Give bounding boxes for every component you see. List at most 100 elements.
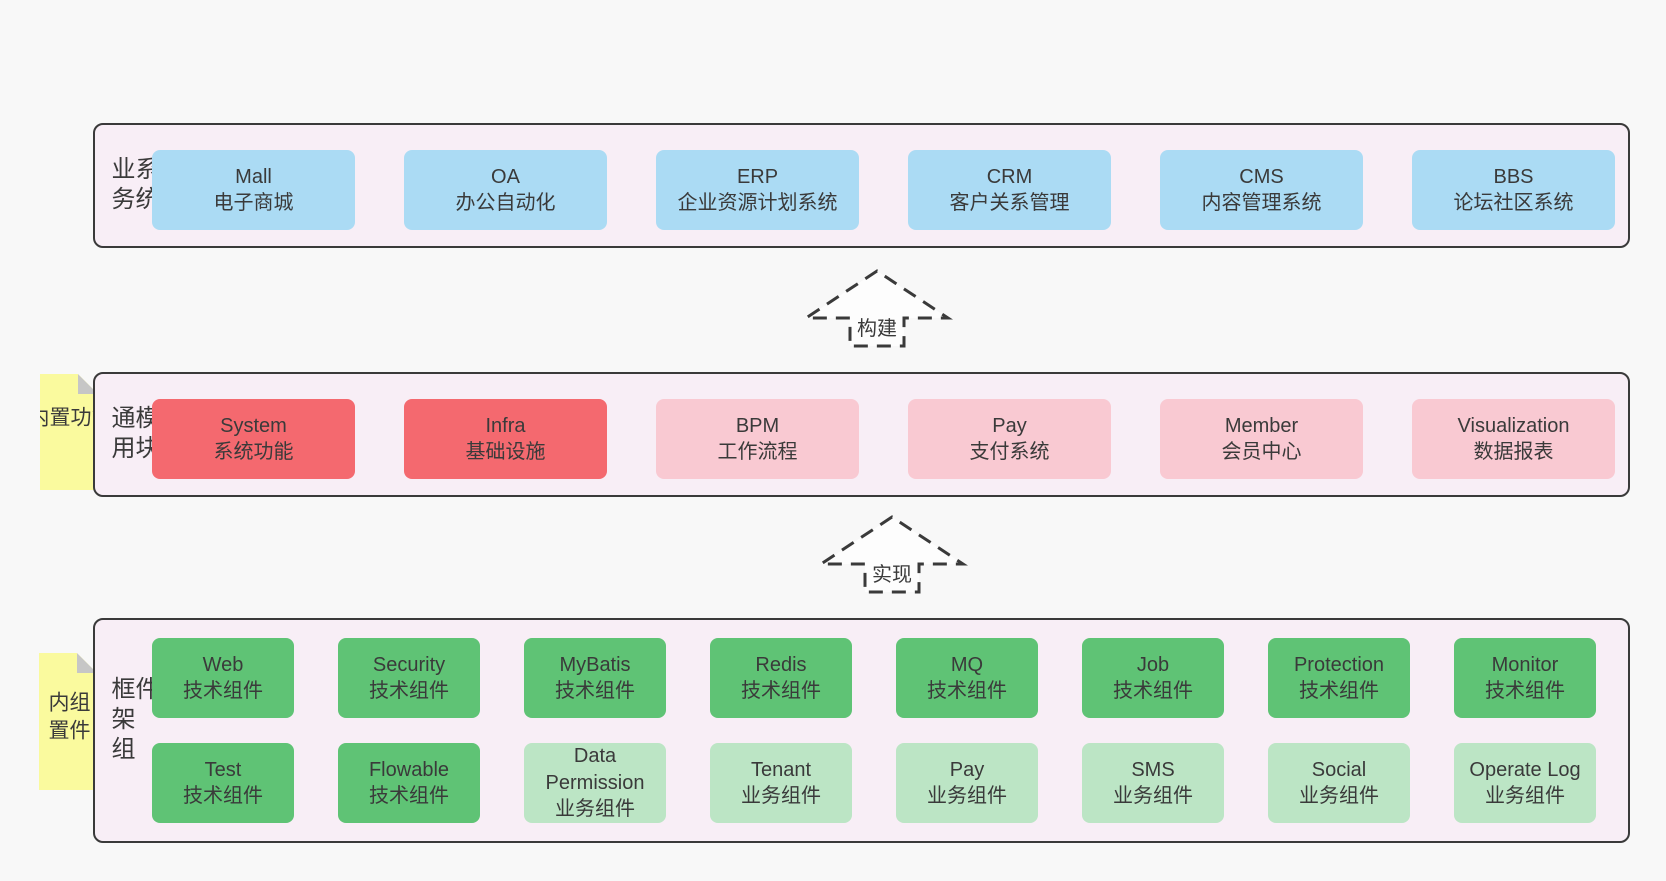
diagram-box-monitor: Monitor 技术组件 xyxy=(1454,638,1596,718)
box-label-line: 业务组件 xyxy=(741,785,821,807)
diagram-box-redis: Redis 技术组件 xyxy=(710,638,852,718)
diagram-box-bbs: BBS 论坛社区系统 xyxy=(1412,150,1615,230)
box-label-line: 电子商城 xyxy=(213,192,294,214)
band-label-modules: 通用模块 xyxy=(107,404,158,465)
diagram-box-mall: Mall 电子商城 xyxy=(152,150,355,230)
box-label-line: 内容管理系统 xyxy=(1201,192,1322,214)
up-arrow-icon xyxy=(816,515,968,594)
business-box-row: Mall 电子商城 OA 办公自动化 ERP 企业资源计划系统 CRM 客户关系管理 CMS 内容… xyxy=(152,150,1615,230)
diagram-box-flowable: Flowable 技术组件 xyxy=(338,743,480,823)
box-label-line: Protection xyxy=(1293,653,1385,676)
diagram-box-security: Security 技术组件 xyxy=(338,638,480,718)
arrow-implement: 实现 xyxy=(816,514,968,594)
sticky-note-builtin-features: 内置功能 xyxy=(40,374,98,490)
sticky-note-builtin-components: 内置组件 xyxy=(39,653,97,790)
box-label-line: ERP xyxy=(736,165,779,188)
diagram-box-pay: Pay 业务组件 xyxy=(896,743,1038,823)
box-label-line: Social xyxy=(1311,758,1367,781)
diagram-box-oa: OA 办公自动化 xyxy=(404,150,607,230)
box-label-line: Member xyxy=(1224,414,1299,437)
box-label-line: SMS xyxy=(1131,758,1175,781)
box-label-line: 企业资源计划系统 xyxy=(677,192,838,214)
diagram-box-web: Web 技术组件 xyxy=(152,638,294,718)
box-label-line: Pay xyxy=(992,414,1027,437)
diagram-box-infra: Infra 基础设施 xyxy=(404,399,607,479)
box-label-line: Data xyxy=(573,745,617,768)
diagram-box-operate-log: Operate Log 业务组件 xyxy=(1454,743,1596,823)
box-label-line: CMS xyxy=(1239,165,1284,188)
box-label-line: MQ xyxy=(950,653,984,676)
diagram-box-crm: CRM 客户关系管理 xyxy=(908,150,1111,230)
box-label-line: Operate Log xyxy=(1469,758,1581,781)
box-label-line: 业务组件 xyxy=(927,785,1007,807)
arrow-build: 构建 xyxy=(801,268,953,348)
box-label-line: Infra xyxy=(485,414,526,437)
diagram-box-cms: CMS 内容管理系统 xyxy=(1160,150,1363,230)
diagram-box-social: Social 业务组件 xyxy=(1268,743,1410,823)
box-label-line: Tenant xyxy=(750,758,812,781)
box-label-line: 支付系统 xyxy=(969,441,1050,463)
box-label-line: BBS xyxy=(1493,165,1534,188)
box-label-line: OA xyxy=(491,165,520,188)
box-label-line: 基础设施 xyxy=(465,441,546,463)
box-label-line: 业务组件 xyxy=(1299,785,1379,807)
arrow-implement-label: 实现 xyxy=(869,558,915,587)
box-label-line: Pay xyxy=(949,758,985,781)
diagram-box-protection: Protection 技术组件 xyxy=(1268,638,1410,718)
sticky-note-label: 内置组件 xyxy=(46,691,90,748)
band-label-components: 框架组件 xyxy=(107,675,158,766)
box-label-line: 技术组件 xyxy=(183,785,263,807)
box-label-line: 技术组件 xyxy=(1113,680,1193,702)
box-label-line: 技术组件 xyxy=(1485,680,1565,702)
up-arrow-icon xyxy=(801,269,953,348)
box-label-line: Redis xyxy=(755,653,807,676)
diagram-box-member: Member 会员中心 xyxy=(1160,399,1363,479)
modules-box-row: System 系统功能 Infra 基础设施 BPM 工作流程 Pay 支付系统 Member 会… xyxy=(152,399,1615,479)
box-label-line: 业务组件 xyxy=(1485,785,1565,807)
box-label-line: 论坛社区系统 xyxy=(1453,192,1574,214)
box-label-line: 客户关系管理 xyxy=(949,192,1070,214)
box-label-line: 技术组件 xyxy=(183,680,263,702)
box-label-line: 办公自动化 xyxy=(455,192,556,214)
band-label-business: 业务系统 xyxy=(107,155,158,216)
box-label-line: 技术组件 xyxy=(741,680,821,702)
box-label-line: 技术组件 xyxy=(1299,680,1379,702)
box-label-line: 技术组件 xyxy=(369,680,449,702)
diagram-box-pay: Pay 支付系统 xyxy=(908,399,1111,479)
box-label-line: 系统功能 xyxy=(213,441,294,463)
box-label-line: 会员中心 xyxy=(1221,441,1302,463)
diagram-box-tenant: Tenant 业务组件 xyxy=(710,743,852,823)
box-label-line: BPM xyxy=(735,414,780,437)
box-label-line: 业务组件 xyxy=(1113,785,1193,807)
diagram-box-bpm: BPM 工作流程 xyxy=(656,399,859,479)
box-label-line: 工作流程 xyxy=(717,441,798,463)
box-label-line: 业务组件 xyxy=(555,798,635,821)
box-label-line: 数据报表 xyxy=(1473,441,1554,463)
box-label-line: Monitor xyxy=(1491,653,1559,676)
band-business-systems: 业务系统 Mall 电子商城 OA 办公自动化 ERP 企业资源计划系统 CRM 客户关系管理… xyxy=(93,123,1630,248)
box-label-line: MyBatis xyxy=(559,653,631,676)
diagram-box-system: System 系统功能 xyxy=(152,399,355,479)
band-common-modules: 通用模块 System 系统功能 Infra 基础设施 BPM 工作流程 Pay 支付系统 Me… xyxy=(93,372,1630,497)
box-label-line: Web xyxy=(202,653,244,676)
box-label-line: System xyxy=(220,414,287,437)
box-label-line: 技术组件 xyxy=(369,785,449,807)
box-label-line: CRM xyxy=(986,165,1033,188)
diagram-box-erp: ERP 企业资源计划系统 xyxy=(656,150,859,230)
box-label-line: Permission xyxy=(545,771,645,794)
box-label-line: Security xyxy=(372,653,446,676)
diagram-box-sms: SMS 业务组件 xyxy=(1082,743,1224,823)
arrow-build-label: 构建 xyxy=(854,312,900,341)
box-label-line: Mall xyxy=(235,165,272,188)
box-label-line: Flowable xyxy=(368,758,450,781)
